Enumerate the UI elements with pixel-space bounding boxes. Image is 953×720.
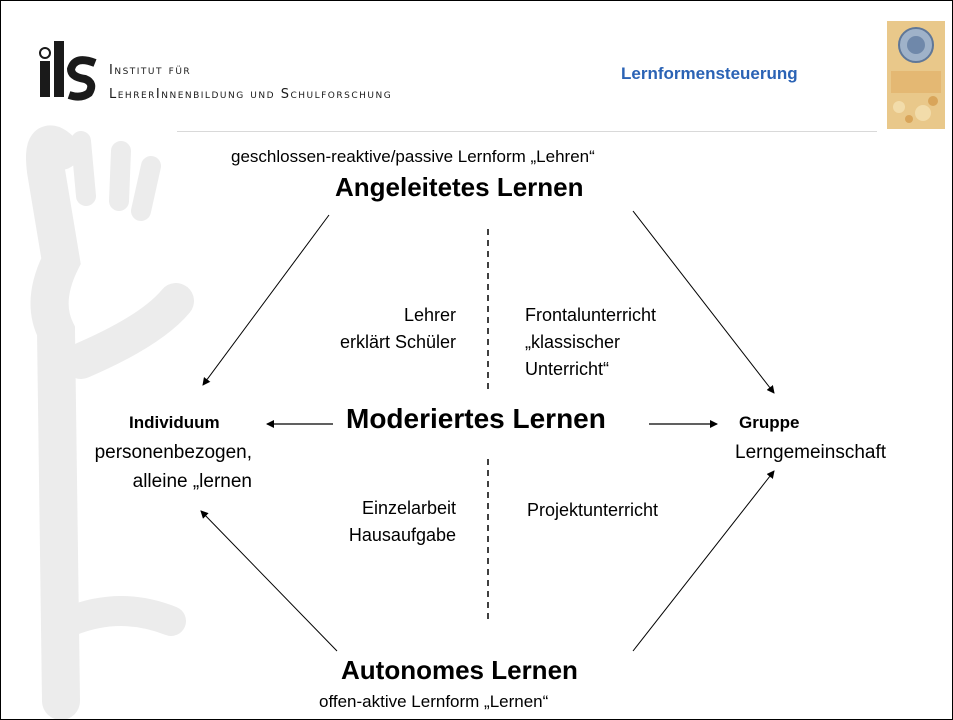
quadrant-bottom-left-line1: Einzelarbeit: [361, 498, 456, 518]
node-individuum-line2: alleine „lernen: [132, 471, 252, 492]
node-moderiertes-lernen: Moderiertes Lernen: [346, 403, 606, 434]
node-individuum-line1: personenbezogen,: [94, 442, 252, 463]
node-individuum-title: Individuum: [129, 413, 220, 432]
node-angeleitetes-lernen: Angeleitetes Lernen: [335, 172, 584, 202]
node-autonomes-lernen: Autonomes Lernen: [341, 655, 578, 685]
node-gruppe-title: Gruppe: [739, 413, 800, 432]
quadrant-top-right-line3: Unterricht“: [525, 359, 610, 379]
arrow-top-to-gruppe: [632, 210, 775, 394]
arrow-top-to-individuum: [202, 214, 330, 386]
top-subtitle: geschlossen-reaktive/passive Lernform „L…: [231, 147, 595, 166]
institute-name-line2: LehrerInnenbildung und Schulforschung: [109, 87, 393, 102]
bottom-subtitle: offen-aktive Lernform „Lernen“: [319, 692, 549, 711]
quadrant-top-right-line2: „klassischer: [525, 332, 621, 352]
arrow-bottom-to-individuum: [200, 510, 338, 652]
quadrant-top-right-line1: Frontalunterricht: [525, 305, 657, 325]
quadrant-top-left-line2: erklärt Schüler: [339, 332, 456, 352]
quadrant-top-left-line1: Lehrer: [403, 305, 456, 325]
quadrant-bottom-left-line2: Hausaufgabe: [348, 525, 456, 545]
arrow-bottom-to-gruppe: [632, 470, 775, 652]
page-title: Lernformensteuerung: [621, 64, 798, 83]
ils-logo: [39, 41, 97, 101]
institute-name-line1: Institut für: [109, 63, 192, 78]
header-divider: [177, 131, 877, 132]
quadrant-bottom-right-line1: Projektunterricht: [527, 500, 659, 520]
node-gruppe-line1: Lerngemeinschaft: [735, 442, 887, 463]
background-figure: [26, 125, 194, 719]
university-logo: [887, 21, 945, 129]
